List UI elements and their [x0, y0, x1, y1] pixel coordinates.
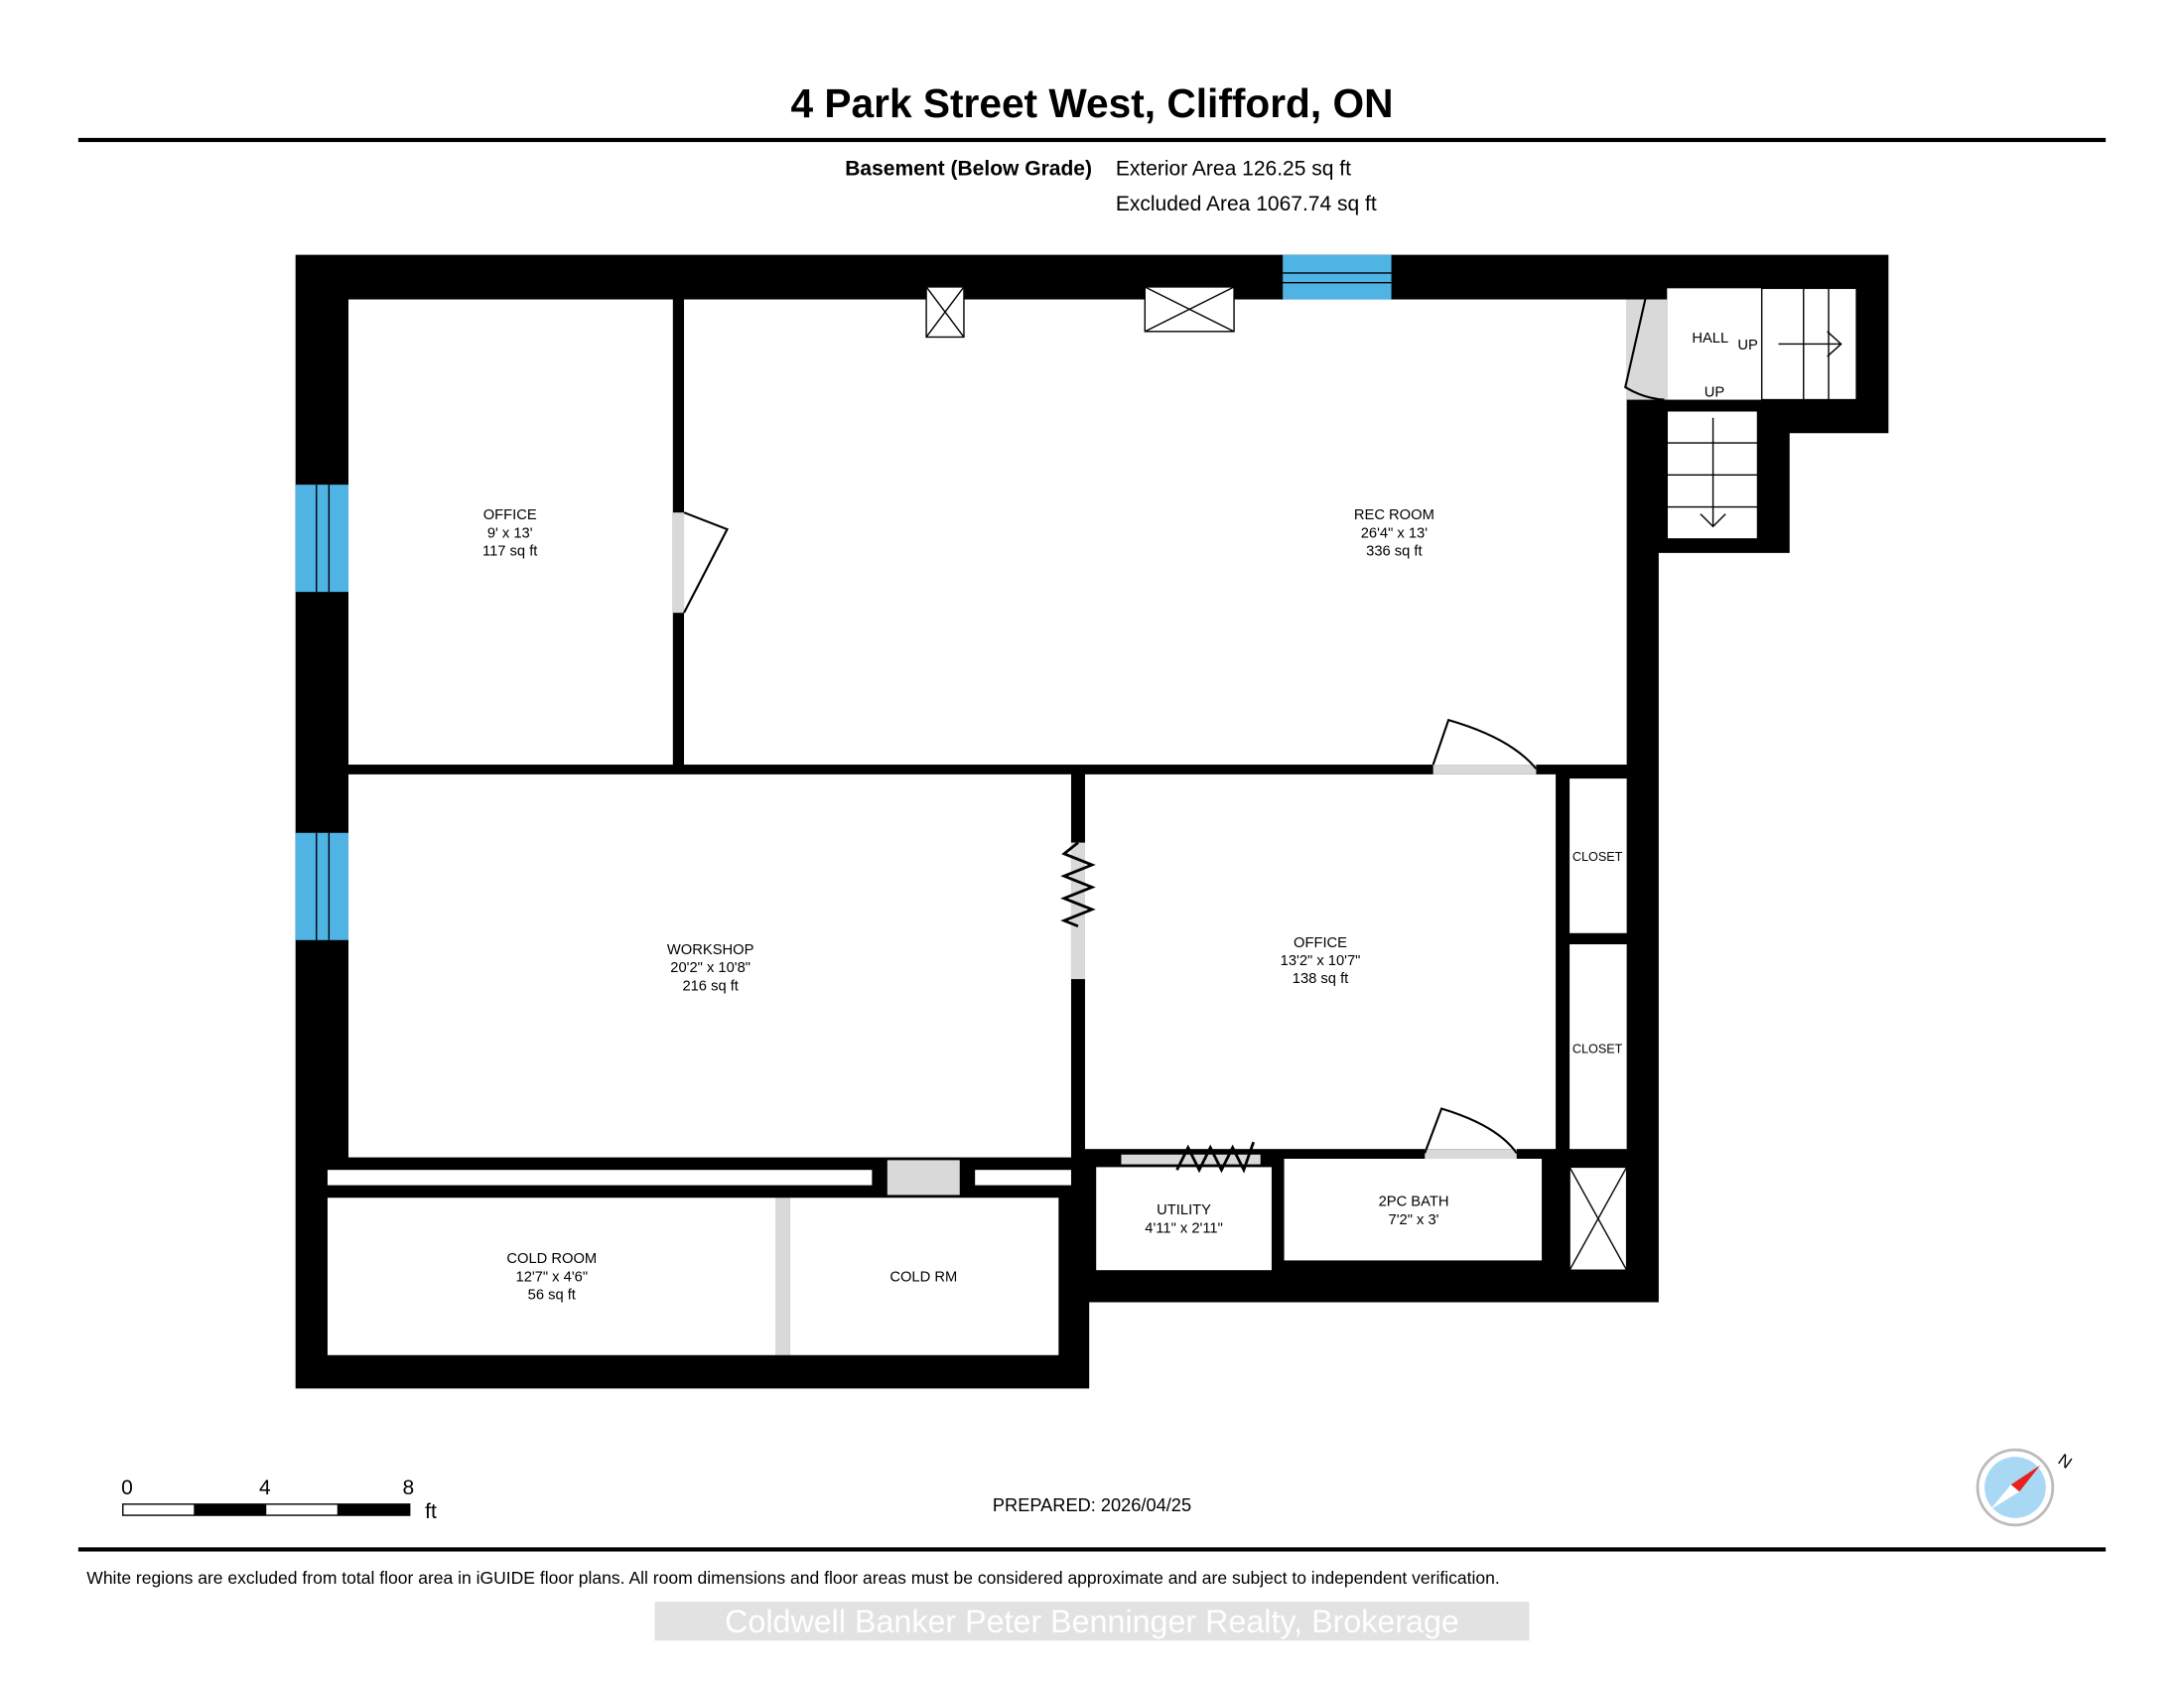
plan-mark	[1432, 718, 1538, 770]
label: OFFICE	[483, 507, 537, 523]
plan-mark	[1624, 295, 1665, 401]
utility	[1096, 1167, 1272, 1271]
plan-mark	[672, 512, 685, 614]
plan-mark	[654, 1602, 1530, 1641]
window	[1283, 254, 1392, 300]
plan-mark	[925, 286, 965, 338]
plan-mark	[1433, 765, 1537, 774]
header-rule	[77, 137, 2107, 143]
exterior-area: Exterior Area 126.25 sq ft	[1116, 158, 1351, 181]
bath	[1284, 1158, 1543, 1261]
label: 336 sq ft	[1366, 544, 1422, 560]
plan-mark	[327, 1170, 873, 1186]
label: WORKSHOP	[667, 942, 754, 958]
hall	[1667, 288, 1762, 400]
plan-mark	[337, 1503, 410, 1516]
label: 4	[259, 1477, 271, 1499]
label: COLD ROOM	[506, 1251, 597, 1267]
plan-mark	[1175, 1141, 1256, 1174]
plan-mark	[1569, 1167, 1628, 1271]
prepared-date: PREPARED: 2026/04/25	[993, 1494, 1191, 1515]
label: UP	[1705, 385, 1725, 401]
label: 13'2" x 10'7"	[1281, 953, 1361, 969]
plan-mark	[887, 1160, 960, 1196]
label: 26'4" x 13'	[1361, 525, 1429, 541]
excluded-area: Excluded Area 1067.74 sq ft	[1116, 193, 1377, 215]
label: 117 sq ft	[482, 544, 537, 560]
label: REC ROOM	[1354, 507, 1434, 523]
plan-mark	[1121, 1154, 1261, 1165]
label: 56 sq ft	[528, 1288, 576, 1304]
label: 0	[121, 1477, 133, 1499]
label: 216 sq ft	[682, 978, 738, 994]
label: ft	[425, 1500, 437, 1523]
label: N	[2055, 1450, 2076, 1473]
room-labels: OFFICE 9' x 13' 117 sq ft REC ROOM 26'4" x …	[482, 331, 1758, 1304]
plan-mark	[975, 1170, 1071, 1186]
label: 8	[402, 1477, 414, 1499]
label: 138 sq ft	[1293, 971, 1348, 987]
plan-mark	[1070, 842, 1085, 980]
label: 20'2" x 10'8"	[670, 960, 751, 976]
compass-icon: N	[1976, 1448, 2076, 1527]
label: 9' x 13'	[487, 525, 533, 541]
watermark: Coldwell Banker Peter Benninger Realty, …	[725, 1604, 1459, 1639]
plan-mark	[683, 511, 729, 614]
plan-mark	[775, 1197, 790, 1355]
label: UTILITY	[1157, 1202, 1211, 1218]
scale-bar: 0 4 8 ft	[121, 1477, 437, 1523]
office-1	[347, 299, 673, 766]
door-gap	[1626, 299, 1668, 400]
level-label: Basement (Below Grade)	[845, 158, 1092, 181]
label: HALL	[1692, 331, 1728, 347]
plan-mark	[194, 1503, 267, 1516]
plan-mark	[1700, 513, 1726, 528]
plan-mark	[1424, 1107, 1518, 1154]
plan-mark	[1144, 286, 1235, 333]
window	[295, 832, 348, 940]
disclaimer: White regions are excluded from total fl…	[86, 1568, 1499, 1588]
closet-2	[1570, 943, 1627, 1150]
plan-mark	[1425, 1149, 1517, 1159]
label: 4'11" x 2'11"	[1145, 1220, 1223, 1236]
floor-plan	[295, 254, 1889, 1389]
workshop	[347, 774, 1071, 1158]
label: UP	[1737, 338, 1758, 353]
plan-mark	[1060, 841, 1096, 928]
cold-rm	[789, 1197, 1059, 1355]
label: OFFICE	[1294, 935, 1347, 951]
rec-room	[684, 299, 1627, 766]
plan-mark	[2010, 1465, 2041, 1492]
window	[295, 485, 348, 593]
closet-1	[1570, 778, 1627, 933]
label: 2PC BATH	[1379, 1195, 1449, 1210]
footer-rule	[77, 1547, 2107, 1552]
label: COLD RM	[889, 1269, 957, 1285]
page-title: 4 Park Street West, Clifford, ON	[790, 80, 1393, 126]
label: CLOSET	[1572, 850, 1623, 864]
plan-mark	[1989, 1484, 2020, 1510]
office-2	[1084, 774, 1557, 1150]
label: 12'7" x 4'6"	[516, 1269, 589, 1285]
label: CLOSET	[1572, 1042, 1623, 1055]
label: 7'2" x 3'	[1389, 1212, 1439, 1228]
plan-mark	[1827, 331, 1843, 357]
cold-room	[327, 1197, 776, 1355]
